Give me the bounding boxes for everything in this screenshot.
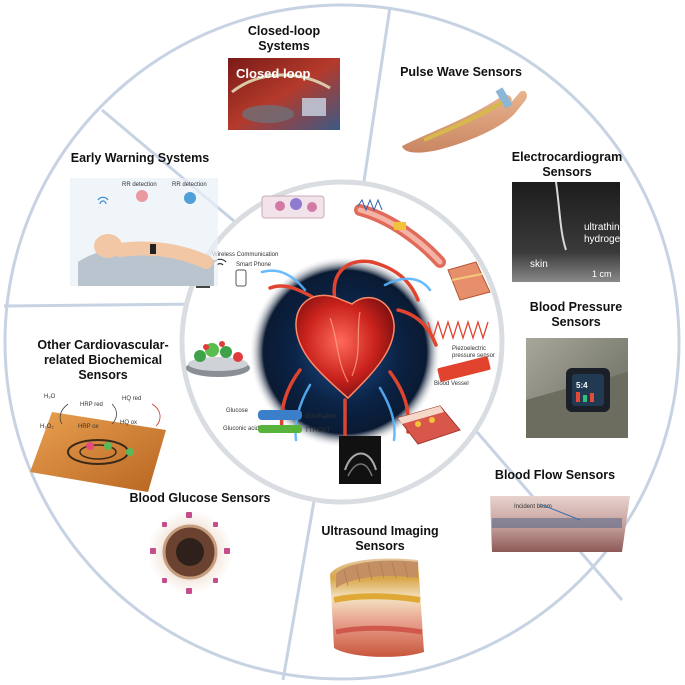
vessel-left-down — [279, 368, 302, 432]
center-heart — [249, 256, 441, 448]
early-warning-image: RR detection RR detection — [70, 178, 218, 286]
biochem-h2o2: H₂O₂ — [40, 424, 54, 430]
segment-label-blood-flow: Blood Flow Sensors — [494, 468, 616, 482]
ultrasound-thumb-icon — [339, 436, 381, 484]
pressure-wave-icon: Piezoelectric pressure sensor Blood Vess… — [427, 319, 495, 387]
segment-label-early-warning: Early Warning Systems — [70, 151, 210, 165]
biochem-hq-red: HQ red — [122, 396, 141, 402]
biochem-hrp-red: HRP red — [80, 402, 103, 408]
center-icons: Piezoelectric pressure sensor Blood Vess… — [186, 195, 495, 484]
cell-culture-icon — [186, 341, 250, 377]
tissue-icon — [447, 261, 491, 301]
segment-label-ultrasound: Ultrasound Imaging Sensors — [321, 524, 439, 553]
micro-structure-icon — [261, 195, 325, 219]
artery-right-2 — [396, 308, 438, 347]
vein-left — [260, 269, 307, 292]
segment-label-blood-pressure: Blood Pressure Sensors — [529, 300, 623, 329]
piezo-label-2: pressure sensor — [452, 353, 495, 359]
ecg-ultrathin-label: ultrathin — [584, 222, 620, 233]
ecg-skin-label: skin — [530, 259, 548, 270]
biochem-hq-ox: HQ ox — [120, 420, 137, 426]
skin-layer-icon — [397, 405, 461, 445]
divider — [358, 6, 392, 209]
blood-glucose-image — [148, 510, 232, 594]
aorta — [332, 259, 374, 302]
artery-right-1 — [370, 260, 420, 302]
segment-label-ecg: Electrocardiogram Sensors — [511, 150, 623, 179]
watch-time: 5:4 — [576, 381, 588, 390]
smartphone-label: Smart Phone — [236, 262, 272, 268]
ultrasound-image — [330, 558, 424, 657]
divider — [3, 302, 206, 308]
glucose-label: Glucose — [226, 408, 249, 414]
vein-right — [383, 277, 432, 292]
ecg-hydrogel-label: hydrogel — [584, 234, 622, 245]
segment-label-closed-loop: Closed-loop Systems — [247, 24, 321, 53]
vessel-sensor-icon — [354, 198, 446, 268]
divider — [101, 108, 248, 234]
heart-body — [295, 294, 395, 400]
ecg-scale-label: 1 cm — [592, 269, 612, 279]
blood-flow-image: Incident beam — [490, 496, 630, 552]
ecg-image: ultrathin hydrogel skin 1 cm — [512, 181, 622, 282]
flow-incident-label: Incident beam — [514, 504, 552, 510]
segment-label-glucose: Blood Glucose Sensors — [129, 491, 271, 505]
biochemical-image: H₂O H₂O₂ HRP red HRP ox HQ red HQ ox — [30, 394, 166, 492]
wireless-label: Wireless Communication — [212, 252, 278, 258]
segment-label-pulse-wave: Pulse Wave Sensors — [400, 65, 522, 79]
piezo-label-1: Piezoelectric — [452, 346, 486, 352]
vessel-label: Blood Vessel — [434, 381, 469, 387]
early-rr-label-2: RR detection — [172, 182, 207, 188]
blood-pressure-image: 5:4 — [526, 338, 628, 438]
closed-loop-image: Closed loop — [228, 58, 340, 130]
pulse-wave-image — [402, 87, 527, 153]
glucose-reaction-icon: Glucose Gluconic acid GOx/Nafion TTF/CNT — [223, 408, 336, 434]
divider — [281, 477, 320, 681]
early-rr-label-1: RR detection — [122, 182, 157, 188]
biochem-h2o: H₂O — [44, 394, 56, 400]
gox-label: GOx/Nafion — [305, 414, 336, 420]
ttf-label: TTF/CNT — [305, 428, 330, 434]
gluconic-label: Gluconic acid — [223, 426, 259, 432]
closed-loop-banner: Closed loop — [236, 66, 310, 81]
segment-label-biochemical: Other Cardiovascular- related Biochemica… — [37, 338, 169, 382]
vein-low-right — [378, 386, 396, 442]
biochem-hrp-ox: HRP ox — [78, 424, 99, 430]
